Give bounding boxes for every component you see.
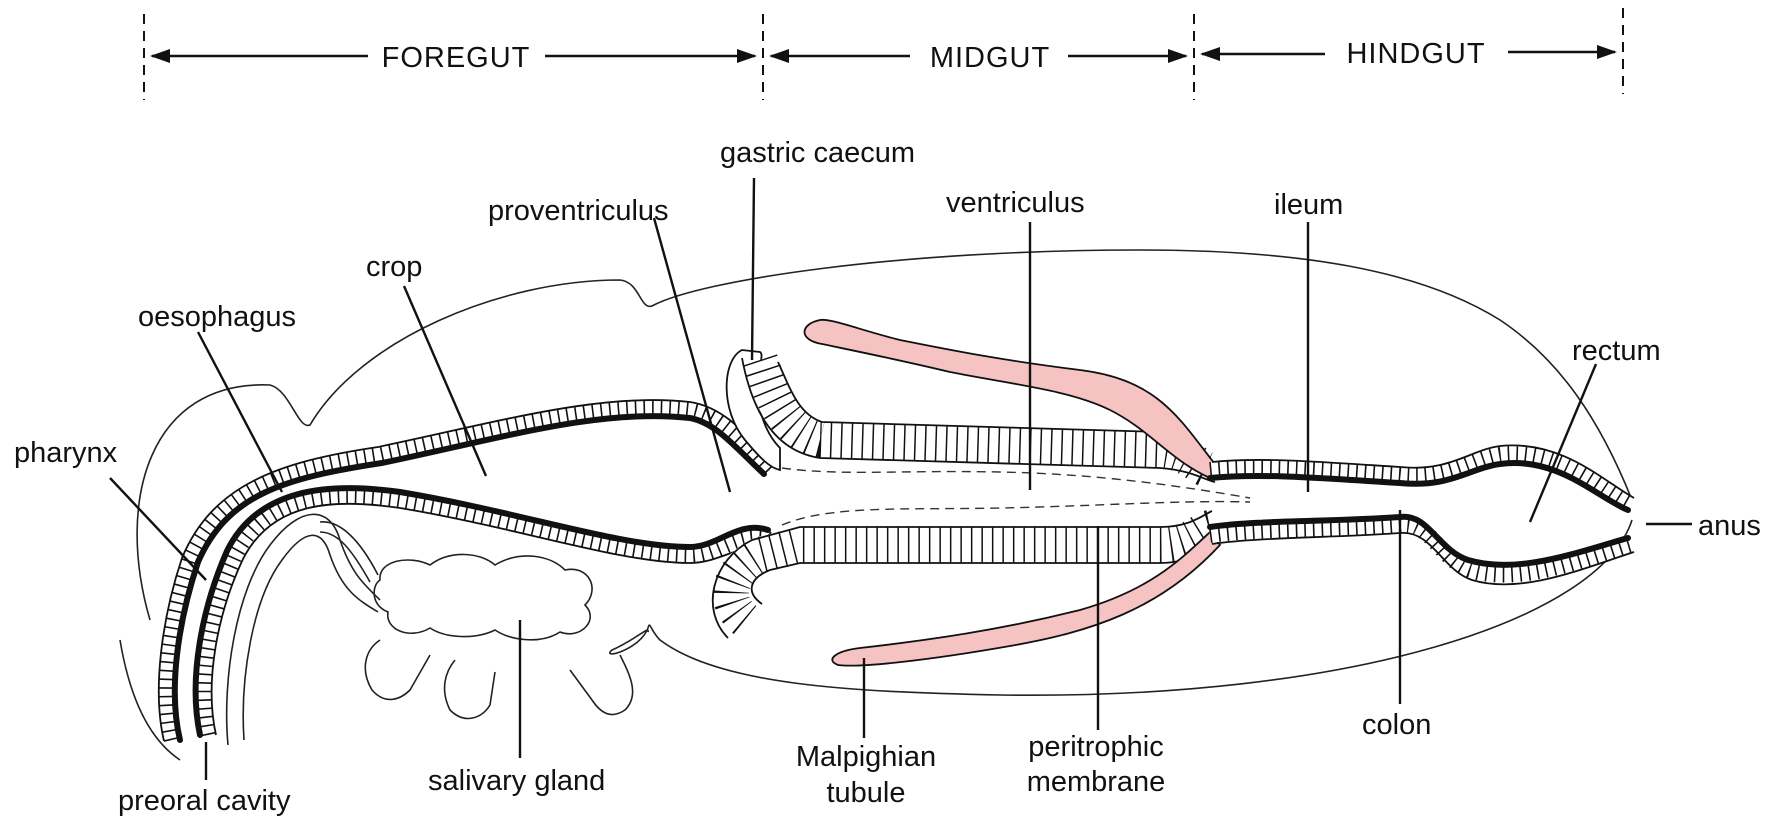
arrowhead [1168, 49, 1188, 63]
arrowhead [737, 49, 757, 63]
label-peritrophic-membrane-line1: peritrophic [1028, 731, 1163, 763]
label-anus: anus [1698, 510, 1761, 542]
label-ventriculus: ventriculus [946, 187, 1085, 219]
region-header: FOREGUT MIDGUT HINDGUT [144, 8, 1623, 100]
peritrophic-membrane-lower [782, 502, 1250, 525]
label-rectum: rectum [1572, 335, 1661, 367]
arrowhead [1200, 47, 1220, 61]
label-proventriculus: proventriculus [488, 195, 669, 227]
malpighian-tubules [805, 320, 1221, 666]
label-gastric-caecum: gastric caecum [720, 137, 915, 169]
label-salivary-gland: salivary gland [428, 765, 605, 797]
arrowhead [769, 49, 789, 63]
leader-pharynx [110, 478, 206, 580]
leader-proventriculus [654, 218, 730, 492]
region-label-hindgut: HINDGUT [1346, 38, 1485, 70]
salivary-gland [227, 514, 633, 745]
label-crop: crop [366, 251, 422, 283]
midgut-ventriculus [713, 350, 1250, 638]
label-colon: colon [1362, 709, 1431, 741]
leader-gastric-caecum [752, 178, 754, 360]
arrowhead [150, 49, 170, 63]
label-malpighian-tubule-line1: Malpighian [796, 741, 936, 773]
label-pharynx: pharynx [14, 437, 118, 469]
label-malpighian-tubule-line2: tubule [826, 777, 905, 809]
arrowhead [1597, 45, 1617, 59]
body-outline [120, 250, 1632, 760]
leader-oesophagus [198, 332, 282, 492]
region-label-midgut: MIDGUT [930, 42, 1050, 74]
foregut-tube [159, 400, 776, 741]
label-oesophagus: oesophagus [138, 301, 296, 333]
label-peritrophic-membrane-line2: membrane [1027, 766, 1166, 798]
label-ileum: ileum [1274, 189, 1343, 221]
region-label-foregut: FOREGUT [382, 42, 531, 74]
leader-rectum [1530, 364, 1596, 522]
hindgut-tube [1210, 445, 1634, 584]
label-preoral-cavity: preoral cavity [118, 785, 291, 816]
